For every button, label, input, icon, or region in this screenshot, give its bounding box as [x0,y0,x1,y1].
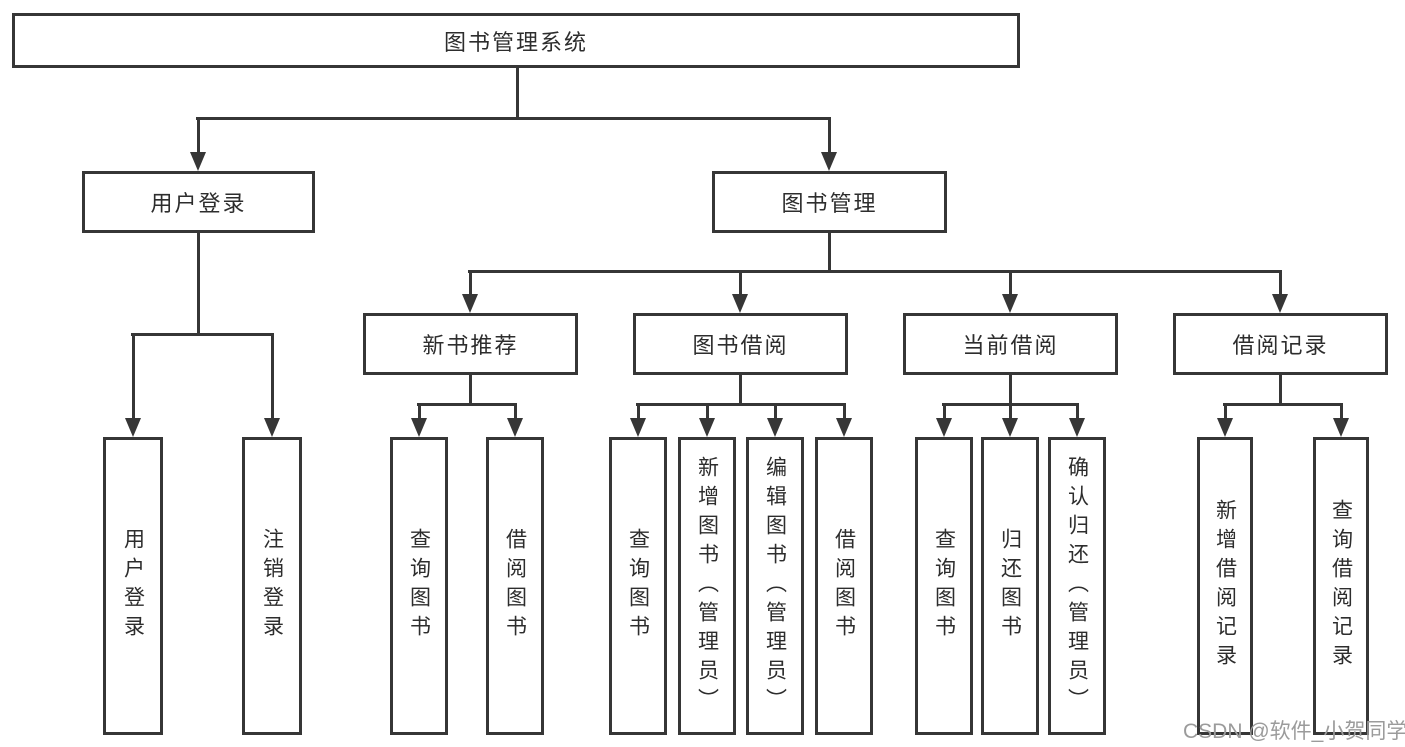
node-current-borrow: 当前借阅 [903,313,1118,375]
connector-line [469,270,472,296]
node-label: 确认归还（管理员） [1065,455,1089,717]
node-leaf-confirm-return-admin: 确认归还（管理员） [1048,437,1106,735]
csdn-watermark: CSDN @软件_小贺同学 [1183,720,1405,743]
arrow-down-icon [1272,294,1288,313]
arrow-down-icon [507,418,523,437]
connector-line [739,270,742,296]
node-leaf-query-borrow-record: 查询借阅记录 [1313,437,1369,735]
connector-line [1224,403,1227,420]
arrow-down-icon [821,152,837,171]
arrow-down-icon [1069,418,1085,437]
connector-line [706,403,709,420]
node-label: 注销登录 [260,528,284,644]
node-leaf-borrow-books-2: 借阅图书 [815,437,873,735]
arrow-down-icon [732,294,748,313]
node-label: 用户登录 [121,528,145,644]
node-library-system: 图书管理系统 [12,13,1020,68]
connector-line [196,117,831,120]
node-label: 归还图书 [998,528,1022,644]
arrow-down-icon [1002,418,1018,437]
arrow-down-icon [936,418,952,437]
arrow-down-icon [1333,418,1349,437]
connector-line [1279,375,1282,406]
connector-line [197,117,200,153]
connector-line [943,403,946,420]
connector-line [1009,375,1012,406]
arrow-down-icon [836,418,852,437]
node-borrow-records: 借阅记录 [1173,313,1388,375]
node-new-book-recommend: 新书推荐 [363,313,578,375]
node-label: 查询图书 [626,528,650,644]
connector-line [828,233,831,273]
connector-line [843,403,846,420]
connector-line [774,403,777,420]
arrow-down-icon [411,418,427,437]
connector-line [271,333,274,419]
connector-line [636,403,846,406]
node-leaf-add-books-admin: 新增图书（管理员） [678,437,736,735]
connector-line [417,403,517,406]
node-leaf-return-books: 归还图书 [981,437,1039,735]
node-leaf-edit-books-admin: 编辑图书（管理员） [746,437,804,735]
arrow-down-icon [1002,294,1018,313]
node-leaf-query-books-3: 查询图书 [915,437,973,735]
connector-line [828,117,831,153]
node-leaf-add-borrow-record: 新增借阅记录 [1197,437,1253,735]
node-label: 查询图书 [407,528,431,644]
connector-line [469,375,472,406]
connector-line [418,403,421,420]
node-leaf-user-login: 用户登录 [103,437,163,735]
node-label: 借阅图书 [832,528,856,644]
node-label: 查询图书 [932,528,956,644]
node-book-borrow: 图书借阅 [633,313,848,375]
arrow-down-icon [1217,418,1233,437]
connector-line [514,403,517,420]
connector-line [1009,403,1012,420]
connector-line [1340,403,1343,420]
connector-line [1279,270,1282,296]
connector-line [468,270,1282,273]
arrow-down-icon [699,418,715,437]
node-book-management: 图书管理 [712,171,947,233]
connector-line [1009,270,1012,296]
node-label: 借阅图书 [503,528,527,644]
node-label: 新增图书（管理员） [695,455,719,717]
arrow-down-icon [190,152,206,171]
connector-line [637,403,640,420]
connector-line [1223,403,1343,406]
node-leaf-query-books: 查询图书 [390,437,448,735]
arrow-down-icon [630,418,646,437]
connector-line [131,333,274,336]
arrow-down-icon [264,418,280,437]
node-leaf-borrow-books: 借阅图书 [486,437,544,735]
node-user-login: 用户登录 [82,171,315,233]
connector-line [1076,403,1079,420]
connector-line [739,375,742,406]
arrow-down-icon [767,418,783,437]
node-label: 编辑图书（管理员） [763,455,787,717]
connector-line [516,66,519,120]
connector-line [132,333,135,419]
node-label: 查询借阅记录 [1329,499,1353,673]
node-leaf-query-books-2: 查询图书 [609,437,667,735]
connector-line [197,233,200,336]
node-label: 新增借阅记录 [1213,499,1237,673]
node-leaf-logout: 注销登录 [242,437,302,735]
arrow-down-icon [462,294,478,313]
arrow-down-icon [125,418,141,437]
